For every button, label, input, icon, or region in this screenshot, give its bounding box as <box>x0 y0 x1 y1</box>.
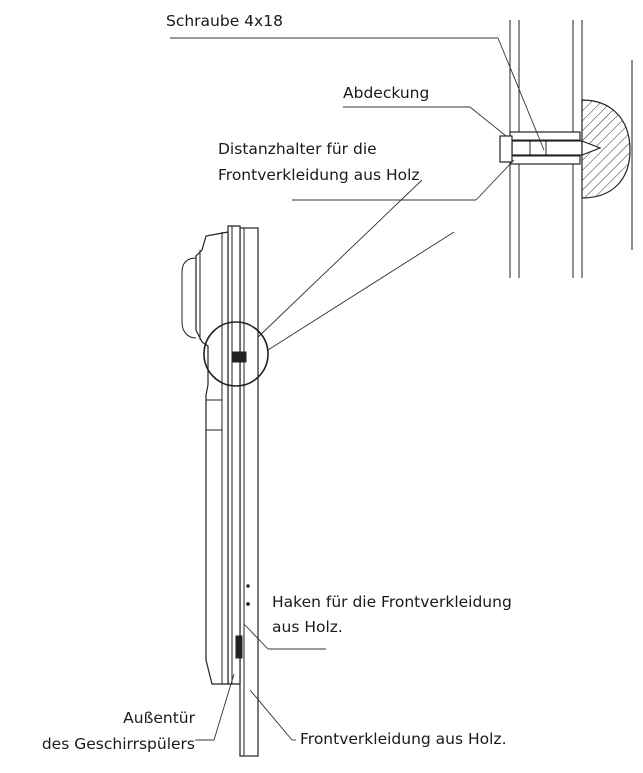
detail-screw-tip <box>581 140 602 156</box>
label-front-panel: Frontverkleidung aus Holz. <box>300 730 507 748</box>
detail-view <box>499 20 633 278</box>
label-hook-line2: aus Holz. <box>272 618 343 636</box>
label-outer-door-line1: Außentür <box>123 709 195 727</box>
label-hook-line1: Haken für die Frontverkleidung <box>272 593 512 611</box>
front-panel-outline <box>239 227 259 757</box>
detail-cover-cap <box>499 135 513 163</box>
side-screw <box>231 351 247 363</box>
cover-leader <box>469 106 507 137</box>
label-screw: Schraube 4x18 <box>166 12 283 30</box>
detail-wood-section <box>581 99 631 199</box>
magnifier-line-2 <box>267 231 455 351</box>
label-spacer-line1: Distanzhalter für die <box>218 140 377 158</box>
circle-detail-icon <box>203 321 269 387</box>
screw-leader <box>497 37 545 151</box>
outer-door-leader <box>213 673 235 741</box>
label-spacer-line2: Frontverkleidung aus Holz <box>218 166 420 184</box>
label-outer-door-line2: des Geschirrspülers <box>41 735 195 753</box>
spacer-leader <box>475 159 515 201</box>
detail-screw <box>511 140 583 156</box>
magnifier-line-1 <box>254 179 423 341</box>
door-handle <box>181 257 197 339</box>
label-cover: Abdeckung <box>343 84 430 102</box>
side-view <box>181 225 259 757</box>
side-hook <box>235 635 243 659</box>
outer-door-outline <box>227 225 241 685</box>
inner-door-body <box>195 231 229 685</box>
